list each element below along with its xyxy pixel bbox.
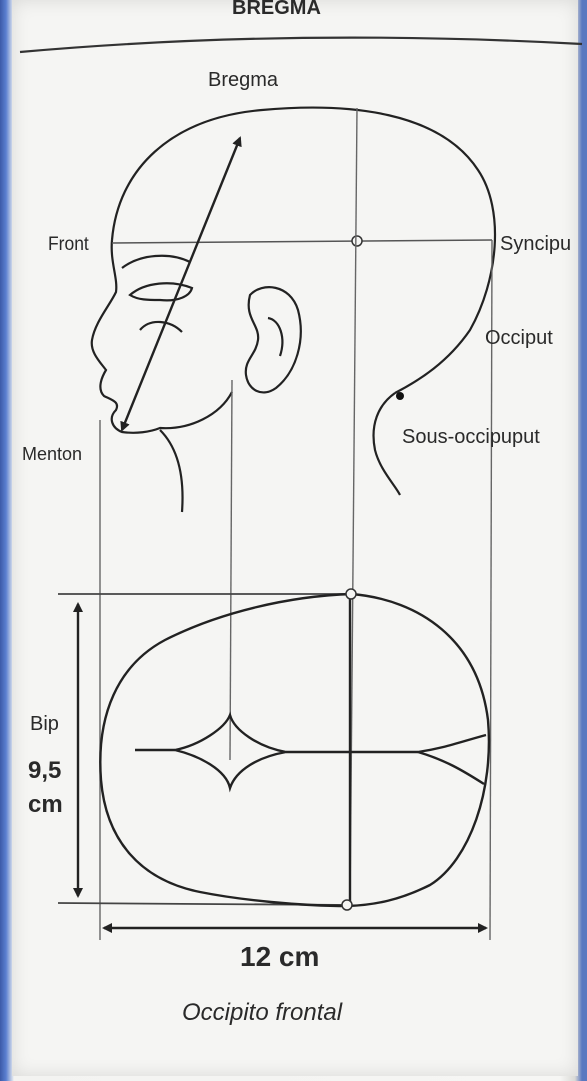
label-syncipu: Syncipu	[500, 233, 571, 255]
center-point-lower	[342, 900, 352, 910]
label-sous-occiput: Sous-occipuput	[402, 426, 540, 448]
front-syncipu-line	[112, 240, 492, 243]
label-front: Front	[48, 232, 89, 254]
top-view-skull	[100, 594, 489, 906]
side-profile-head	[92, 108, 495, 512]
guide-line-ear	[230, 380, 232, 760]
label-bip: Bip	[30, 713, 59, 735]
sous-occiput-point	[396, 392, 404, 400]
center-point-top	[352, 236, 362, 246]
header-text: BREGMA	[232, 0, 321, 19]
top-rule	[20, 38, 582, 52]
label-bip-unit: cm	[28, 791, 63, 818]
diagonal-arrow	[122, 138, 240, 430]
label-menton: Menton	[22, 444, 82, 464]
label-bip-value: 9,5	[28, 757, 61, 784]
label-caption: Occipito frontal	[182, 999, 343, 1026]
label-occiput: Occiput	[485, 327, 553, 349]
center-point-upper	[346, 589, 356, 599]
label-bregma: Bregma	[208, 69, 279, 91]
label-width-value: 12 cm	[240, 941, 319, 972]
